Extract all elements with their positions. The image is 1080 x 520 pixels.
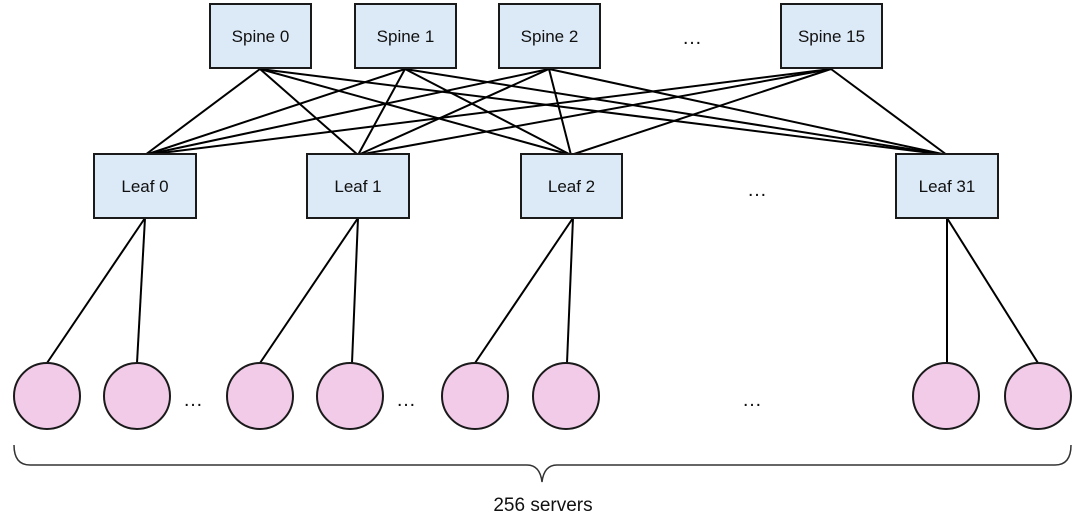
spine-leaf-link [357,68,832,156]
spine-leaf-link [144,68,550,156]
server-node [441,362,509,430]
spine-switch-0: Spine 0 [209,3,312,69]
spine-leaf-link [404,68,948,156]
leaf-server-links [46,217,1039,364]
spine-ellipsis: … [682,27,702,49]
spine-leaf-links [144,68,948,156]
server-node [226,362,294,430]
spine-leaf-link [144,68,406,156]
spine-leaf-link [548,68,948,156]
spine-leaf-link [259,68,572,156]
leaf-switch-0: Leaf 0 [93,153,197,219]
leaf-switch-2: Leaf 2 [520,153,623,219]
leaf-server-link [259,217,359,364]
spine-leaf-link [259,68,948,156]
spine-label: Spine 1 [377,27,435,46]
servers-brace [13,444,1072,483]
server-node [316,362,384,430]
spine-leaf-link [259,68,359,156]
leaf-label: Leaf 2 [548,177,595,196]
leaf-label: Leaf 31 [919,177,976,196]
leaf-server-link [351,217,359,364]
leaf-label: Leaf 0 [121,177,168,196]
spine-switch-2: Spine 2 [498,3,601,69]
leaf-label: Leaf 1 [334,177,381,196]
leaf-server-link [566,217,574,364]
leaf-server-link [46,217,146,364]
server-node [103,362,171,430]
server-node [912,362,980,430]
spine-leaf-link [144,68,832,156]
server-node [532,362,600,430]
leaf-ellipsis: … [747,179,767,201]
spine-leaf-link [830,68,948,156]
server-ellipsis: … [183,389,203,411]
spine-leaf-link [570,68,832,156]
server-node [1004,362,1072,430]
spine-label: Spine 2 [521,27,579,46]
spine-label: Spine 15 [798,27,865,46]
spine-switch-15: Spine 15 [780,3,883,69]
server-ellipsis: … [396,389,416,411]
server-ellipsis: … [742,389,762,411]
server-node [13,362,81,430]
leaf-server-link [474,217,574,364]
spine-leaf-link [357,68,406,156]
spine-switch-1: Spine 1 [354,3,457,69]
leaf-switch-1: Leaf 1 [306,153,410,219]
leaf-server-link [136,217,146,364]
servers-count-label: 256 servers [493,495,592,516]
spine-leaf-link [144,68,261,156]
spine-leaf-link [357,68,550,156]
leaf-server-link [946,217,1039,364]
leaf-switch-31: Leaf 31 [895,153,999,219]
spine-label: Spine 0 [232,27,290,46]
spine-leaf-link [548,68,572,156]
